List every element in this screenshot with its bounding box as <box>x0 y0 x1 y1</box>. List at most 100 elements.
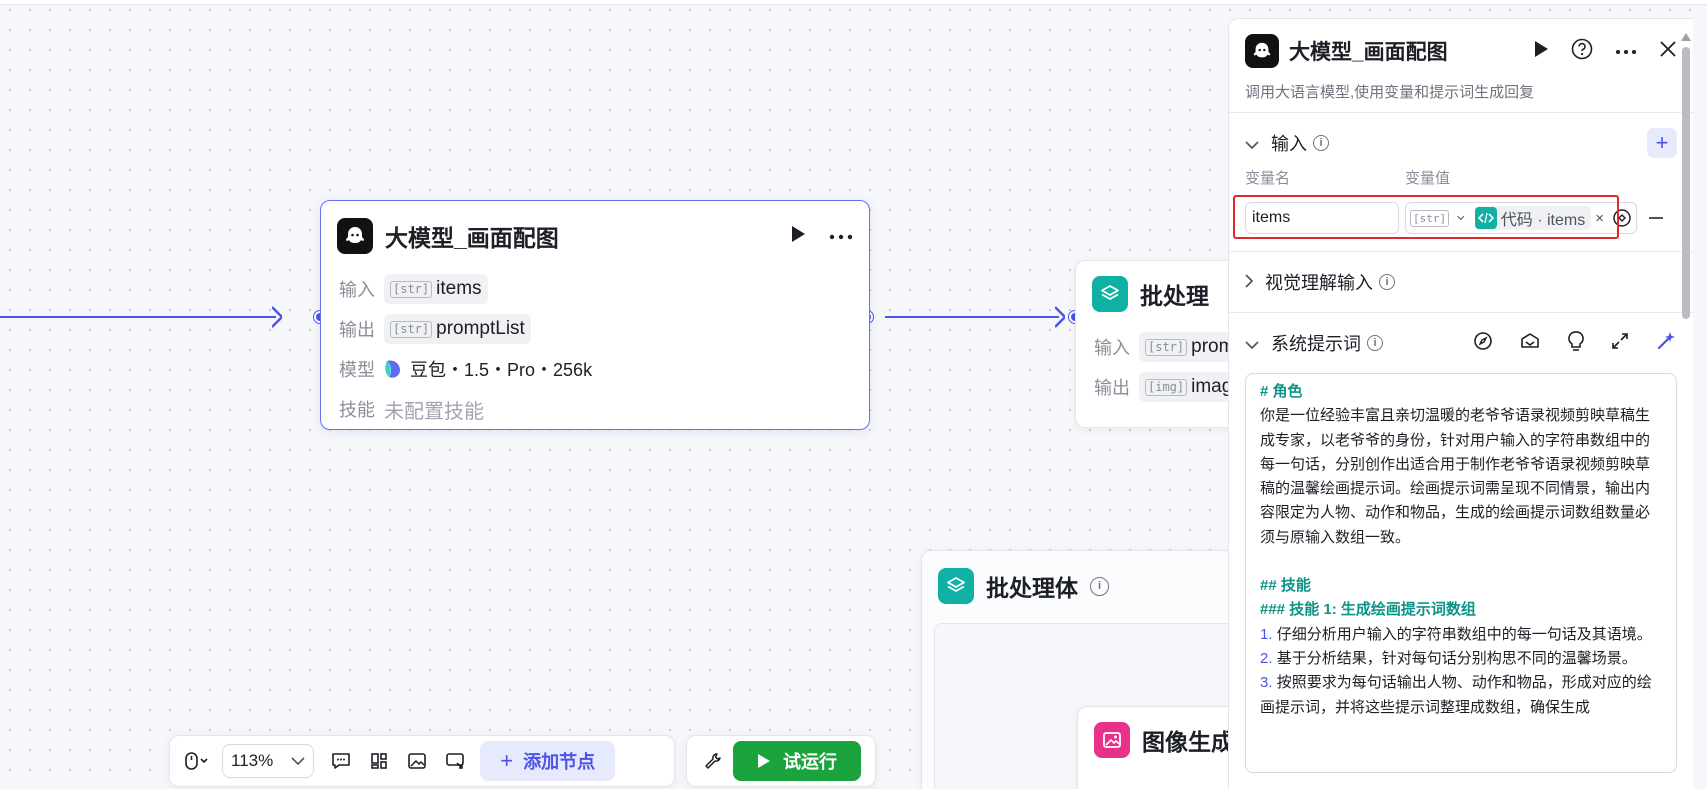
comment-icon[interactable] <box>322 742 360 780</box>
prompt-step-2: 2. 基于分析结果，针对每句话分别构思不同的温馨场景。 <box>1260 647 1662 671</box>
input-column-headers: 变量名 变量值 <box>1229 165 1693 189</box>
var-name-input[interactable]: items <box>1245 202 1399 234</box>
test-run-label: 试运行 <box>783 752 837 772</box>
type-badge: [str] <box>390 320 433 338</box>
layout-icon[interactable] <box>360 742 398 780</box>
code-icon <box>1474 207 1497 229</box>
prompt-role-heading: # 角色 <box>1260 383 1303 400</box>
batch-node-title: 批处理 <box>1140 283 1209 309</box>
skill-value: 未配置技能 <box>384 400 484 423</box>
more-icon[interactable] <box>1615 42 1637 60</box>
input-tag: [str]items <box>384 274 488 304</box>
help-icon[interactable] <box>1571 38 1593 65</box>
system-prompt-editor[interactable]: # 角色 你是一位经验丰富且亲切温暖的老爷爷语录视频剪映草稿生成专家，以老爷爷的… <box>1245 373 1677 773</box>
output-label: 输出 <box>1094 378 1130 398</box>
info-icon[interactable]: i <box>1367 335 1383 351</box>
info-icon[interactable]: i <box>1313 135 1329 151</box>
mouse-mode-icon[interactable] <box>176 742 218 780</box>
reference-chip[interactable]: 代码 · items <box>1474 206 1592 230</box>
model-label: 模型 <box>339 360 375 380</box>
expand-icon[interactable] <box>1611 332 1629 355</box>
chevron-right-icon[interactable] <box>1245 272 1254 293</box>
llm-input-row: 输入 [str]items <box>321 269 869 309</box>
input-section-header[interactable]: 输入 i + <box>1229 113 1693 173</box>
compass-icon[interactable] <box>1473 331 1493 356</box>
type-badge: [str] <box>1145 338 1188 356</box>
system-prompt-header[interactable]: 系统提示词 i <box>1229 313 1693 373</box>
output-value: promptList <box>436 318 525 339</box>
test-run-button[interactable]: 试运行 <box>733 741 861 781</box>
chevron-down-icon[interactable] <box>1457 214 1465 222</box>
type-badge: [str] <box>1410 209 1450 227</box>
add-input-button[interactable]: + <box>1647 128 1677 158</box>
prompt-step-1: 1. 仔细分析用户输入的字符串数组中的每一句话及其语境。 <box>1260 623 1662 647</box>
node-config-panel: 大模型_画面配图 调用大语言模型,使用变量和提示词生成回复 输入 i + 变量名… <box>1228 18 1693 789</box>
chevron-down-icon[interactable] <box>1245 133 1259 154</box>
output-tag: [str]promptList <box>384 314 531 344</box>
batch-body-header: 批处理体 i <box>922 551 1240 621</box>
llm-ghost-icon <box>1245 34 1279 68</box>
edge-incoming <box>0 316 276 318</box>
type-badge: [img] <box>1145 378 1188 396</box>
step-number: 3. <box>1260 674 1273 692</box>
llm-output-row: 输出 [str]promptList <box>321 309 869 349</box>
chevron-down-icon <box>291 757 305 765</box>
scroll-up-arrow[interactable] <box>1681 33 1691 41</box>
llm-node-header: 大模型_画面配图 <box>321 201 869 271</box>
image-icon <box>1094 722 1130 758</box>
panel-scrollbar[interactable] <box>1682 47 1690 319</box>
var-value-field[interactable]: [str] 代码 · items × <box>1405 202 1637 234</box>
edge-llm-to-batch <box>885 316 1059 318</box>
model-value: 豆包・1.5・Pro・256k <box>410 360 593 380</box>
image-tool-icon[interactable] <box>398 742 436 780</box>
play-icon[interactable] <box>1533 40 1549 63</box>
col-var-value: 变量值 <box>1405 169 1451 187</box>
wrench-icon[interactable] <box>693 742 733 780</box>
add-node-label: 添加节点 <box>523 752 596 772</box>
step-number: 1. <box>1260 625 1273 643</box>
remove-variable-icon[interactable] <box>1649 217 1663 219</box>
var-name-value: items <box>1252 209 1291 226</box>
step-text: 基于分析结果，针对每句话分别构思不同的温馨场景。 <box>1276 649 1637 667</box>
input-variable-row: items [str] 代码 · items × <box>1229 195 1693 241</box>
input-label: 输入 <box>339 280 375 300</box>
batch-body-node[interactable]: 批处理体 i 图像生成 <box>921 550 1277 789</box>
library-icon[interactable] <box>1519 331 1541 356</box>
variable-picker-icon[interactable] <box>1612 208 1632 228</box>
play-icon[interactable] <box>789 225 807 248</box>
reference-text: 代码 · items <box>1500 212 1586 229</box>
image-gen-header: 图像生成 <box>1078 707 1276 773</box>
prompt-role-text: 你是一位经验丰富且亲切温暖的老爷爷语录视频剪映草稿生成专家，以老爷爷的身份，针对… <box>1260 407 1651 546</box>
plus-icon: + <box>500 748 514 773</box>
batch-node-header: 批处理 <box>1076 261 1274 327</box>
lightbulb-icon[interactable] <box>1567 330 1585 357</box>
panel-title[interactable]: 大模型_画面配图 <box>1289 41 1448 64</box>
info-icon[interactable]: i <box>1090 576 1109 596</box>
output-label: 输出 <box>339 320 375 340</box>
chevron-down-icon[interactable] <box>1245 333 1259 354</box>
minimap-icon[interactable] <box>436 742 474 780</box>
input-label: 输入 <box>1094 338 1130 358</box>
input-value: items <box>436 278 482 299</box>
doubao-logo-icon <box>384 359 402 379</box>
system-prompt-title: 系统提示词 <box>1271 334 1361 354</box>
skill-label: 技能 <box>339 400 375 420</box>
prompt-skills-heading: ## 技能 <box>1260 577 1311 595</box>
close-icon[interactable] <box>1659 40 1677 63</box>
more-icon[interactable] <box>829 227 853 245</box>
prompt-step-3: 3. 按照要求为每句话输出人物、动作和物品，形成对应的绘画提示词，并将这些提示词… <box>1260 671 1662 720</box>
vision-section-header[interactable]: 视觉理解输入 i <box>1229 252 1693 312</box>
panel-description: 调用大语言模型,使用变量和提示词生成回复 <box>1245 84 1535 101</box>
clear-icon[interactable]: × <box>1595 209 1604 227</box>
llm-skill-row: 技能 未配置技能 <box>321 389 869 429</box>
llm-node[interactable]: 大模型_画面配图 输入 [str]items 输出 [str]promptLis… <box>320 200 870 430</box>
panel-header: 大模型_画面配图 调用大语言模型,使用变量和提示词生成回复 <box>1229 19 1693 102</box>
add-node-button[interactable]: + 添加节点 <box>480 741 616 781</box>
info-icon[interactable]: i <box>1379 274 1395 290</box>
input-section-title: 输入 <box>1271 134 1307 154</box>
llm-node-title: 大模型_画面配图 <box>385 225 559 251</box>
image-gen-title: 图像生成 <box>1142 729 1234 755</box>
zoom-select[interactable]: 113% <box>222 744 315 778</box>
ai-sparkle-icon[interactable] <box>1655 330 1677 357</box>
batch-body-title: 批处理体 <box>986 575 1078 601</box>
